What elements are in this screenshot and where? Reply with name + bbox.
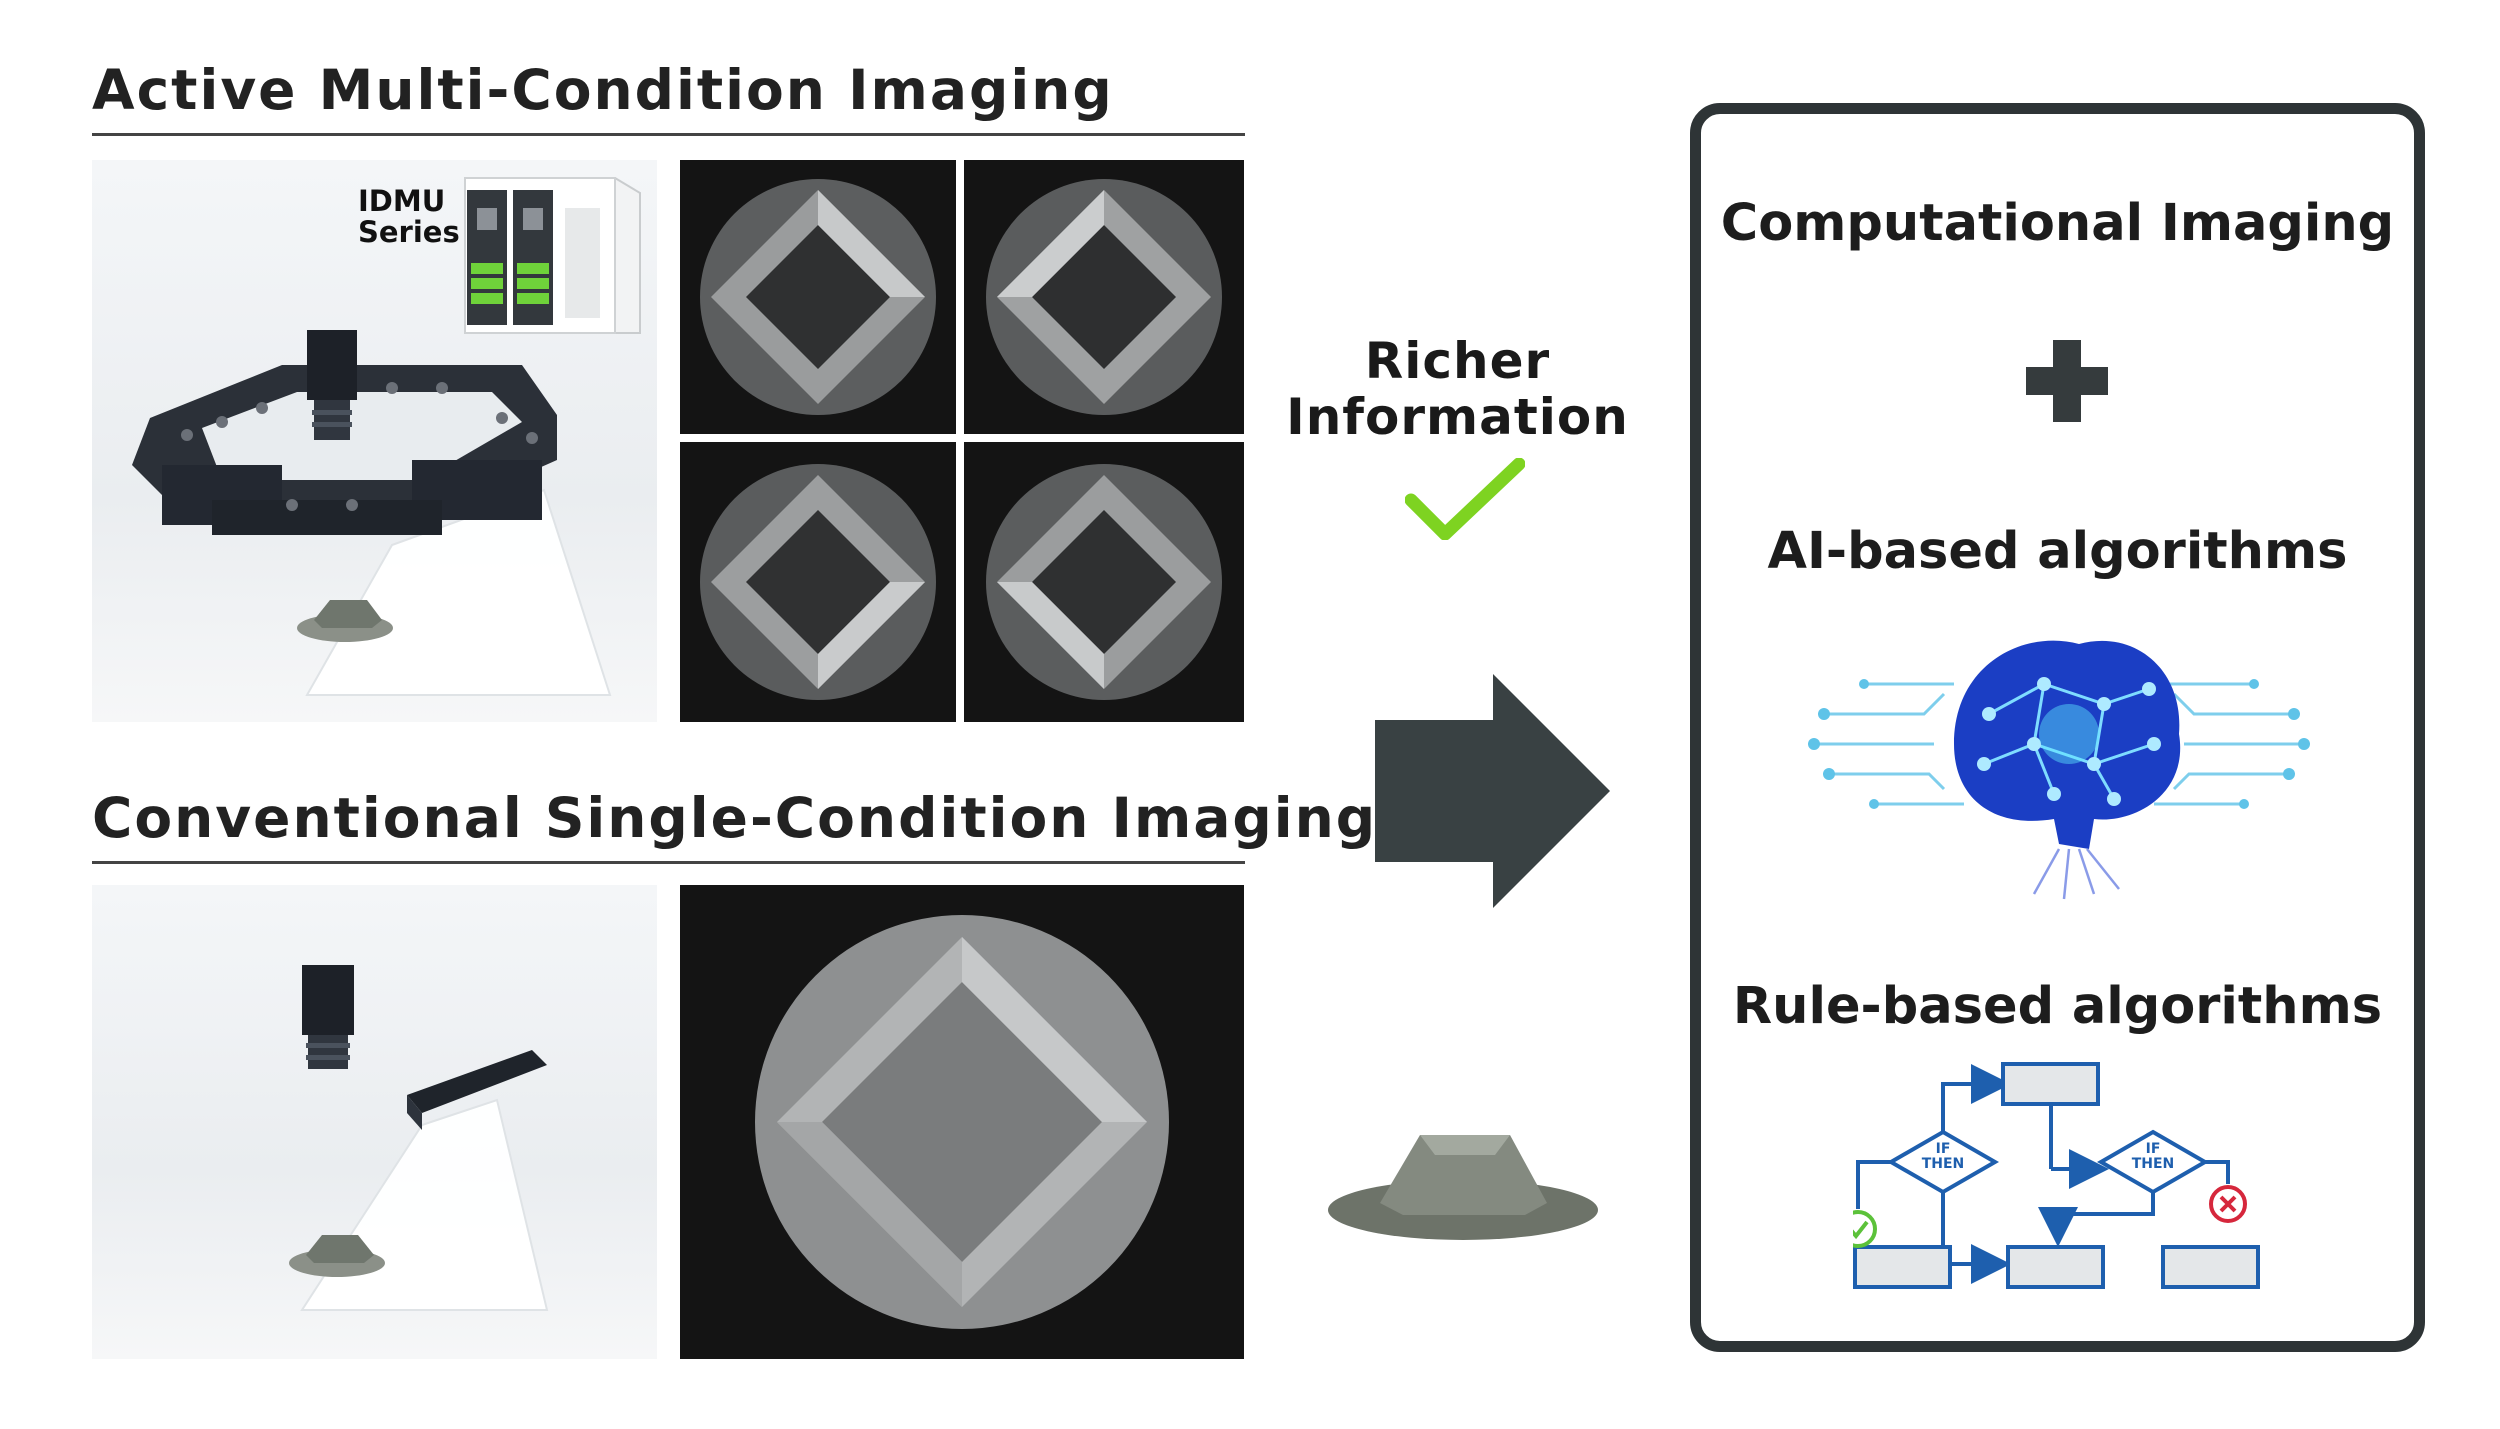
computational-imaging-title: Computational Imaging [1720,194,2395,253]
single-condition-image [680,885,1244,1359]
idmu-series-label: IDMU Series [358,186,460,248]
if-label-2: IF [2145,1141,2161,1157]
richer-label-line1: Richer [1364,332,1551,390]
if-label-1: IF [1935,1141,1951,1157]
then-label-2: THEN [2131,1156,2175,1172]
conventional-title-underline [92,861,1245,864]
conventional-imaging-title: Conventional Single-Condition Imaging [92,786,1378,850]
idmu-label-line2: Series [358,215,460,249]
sample-object-image [1328,1135,1598,1240]
multi-condition-image-4 [964,442,1244,722]
single-light-rig-render [92,885,657,1359]
ai-brain-icon [1808,640,2310,900]
plus-icon [2026,340,2108,422]
active-imaging-title: Active Multi-Condition Imaging [92,58,1114,122]
computational-imaging-panel: Computational Imaging AI-based algorithm… [1690,103,2425,1352]
richer-information-label: Richer Information [1280,333,1635,445]
right-arrow-icon [1375,674,1610,908]
rule-flowchart: IF THEN IF THEN [1853,1044,2263,1304]
multi-condition-image-3 [680,442,956,722]
richer-label-line2: Information [1286,388,1629,446]
ai-algorithms-title: AI-based algorithms [1767,522,2348,581]
if-then-label-2: IF THEN [2125,1142,2181,1172]
then-label-1: THEN [1921,1156,1965,1172]
idmu-controller-image [455,168,645,338]
idmu-label-line1: IDMU [358,184,446,218]
if-then-label-1: IF THEN [1915,1142,1971,1172]
checkmark-icon [1405,458,1525,540]
multi-condition-image-2 [964,160,1244,434]
active-title-underline [92,133,1245,136]
rule-algorithms-title: Rule-based algorithms [1732,977,2383,1036]
multi-condition-image-1 [680,160,956,434]
